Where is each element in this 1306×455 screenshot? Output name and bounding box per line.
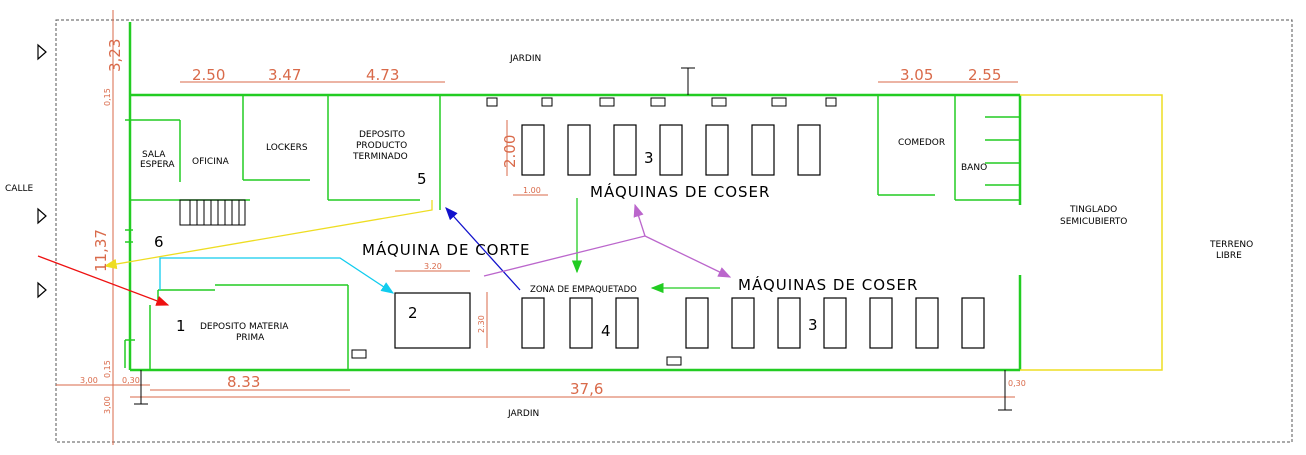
zone-number-5: 5	[417, 170, 427, 188]
arrow-purple-right	[644, 235, 732, 278]
label-calle: CALLE	[5, 184, 33, 194]
label-prima: PRIMA	[236, 333, 265, 343]
label-espera: ESPERA	[140, 160, 175, 170]
arrow-yellow	[103, 200, 433, 270]
dim-0-15-a: 0,15	[103, 88, 112, 106]
label-lockers: LOCKERS	[266, 143, 308, 153]
zone-number-6: 6	[154, 233, 164, 251]
label-producto: PRODUCTO	[356, 141, 407, 151]
building-walls	[124, 22, 1022, 372]
label-maquinas-coser-bottom: MÁQUINAS DE COSER	[738, 275, 918, 294]
dim-1-00: 1.00	[523, 186, 541, 195]
ground-symbols	[134, 67, 1012, 411]
dimension-lines	[56, 10, 1018, 445]
label-oficina: OFICINA	[192, 157, 230, 167]
arrow-purple-left	[483, 235, 646, 277]
zone-number-3-bottom: 3	[808, 316, 818, 334]
dim-3-05: 3.05	[900, 66, 933, 84]
label-sala: SALA	[142, 150, 166, 160]
dim-3-20: 3.20	[424, 262, 442, 271]
flow-arrows	[37, 198, 732, 306]
zone-number-4: 4	[601, 322, 611, 340]
zone-number-2: 2	[408, 304, 418, 322]
label-libre: LIBRE	[1216, 251, 1242, 261]
arrow-cyan	[159, 257, 395, 294]
dim-3-00-a: 3,00	[80, 376, 98, 385]
window-marks	[351, 97, 837, 366]
sewing-tables-top	[521, 124, 821, 176]
sewing-tables-bottom	[521, 297, 985, 349]
cutting-table	[394, 292, 471, 349]
label-terminado: TERMINADO	[352, 152, 408, 162]
property-boundary	[55, 19, 1293, 443]
dim-37-6: 37,6	[570, 380, 603, 398]
label-comedor: COMEDOR	[898, 138, 945, 148]
dim-0-30-b: 0,30	[1008, 379, 1026, 388]
zone-number-3-top: 3	[644, 149, 654, 167]
label-jardin-top: JARDIN	[509, 54, 541, 64]
label-jardin-bottom: JARDIN	[507, 409, 539, 419]
label-terreno: TERRENO	[1209, 240, 1253, 250]
dim-3-23: 3,23	[106, 39, 124, 72]
dim-2-30: 2.30	[477, 315, 486, 333]
label-zona-empaquetado: ZONA DE EMPAQUETADO	[530, 285, 637, 295]
street-markers	[37, 43, 47, 299]
dim-11-37: 11,37	[92, 229, 110, 272]
staircase	[179, 199, 246, 226]
dim-2-00: 2.00	[501, 135, 519, 168]
label-deposito: DEPOSITO	[359, 130, 405, 140]
dim-8-33: 8.33	[227, 373, 260, 391]
dim-0-30-a: 0,30	[122, 376, 140, 385]
label-tinglado: TINGLADO	[1069, 205, 1117, 215]
arrow-purple-up	[633, 203, 646, 237]
label-deposito-materia: DEPOSITO MATERIA	[200, 322, 289, 332]
dim-0-15-b: 0,15	[103, 360, 112, 378]
dim-2-55: 2.55	[968, 66, 1001, 84]
arrow-red	[37, 255, 170, 306]
zone-number-1: 1	[176, 317, 186, 335]
dim-3-47: 3.47	[268, 66, 301, 84]
label-maquina-corte: MÁQUINA DE CORTE	[362, 240, 530, 259]
dim-3-00-b: 3,00	[103, 396, 112, 414]
shed-outline	[1020, 94, 1163, 371]
arrow-blue	[445, 207, 521, 291]
label-maquinas-coser-top: MÁQUINAS DE COSER	[590, 182, 770, 201]
dim-2-50: 2.50	[192, 66, 225, 84]
dim-4-73: 4.73	[366, 66, 399, 84]
label-bano: BANO	[961, 163, 987, 173]
label-semicubierto: SEMICUBIERTO	[1060, 217, 1127, 227]
